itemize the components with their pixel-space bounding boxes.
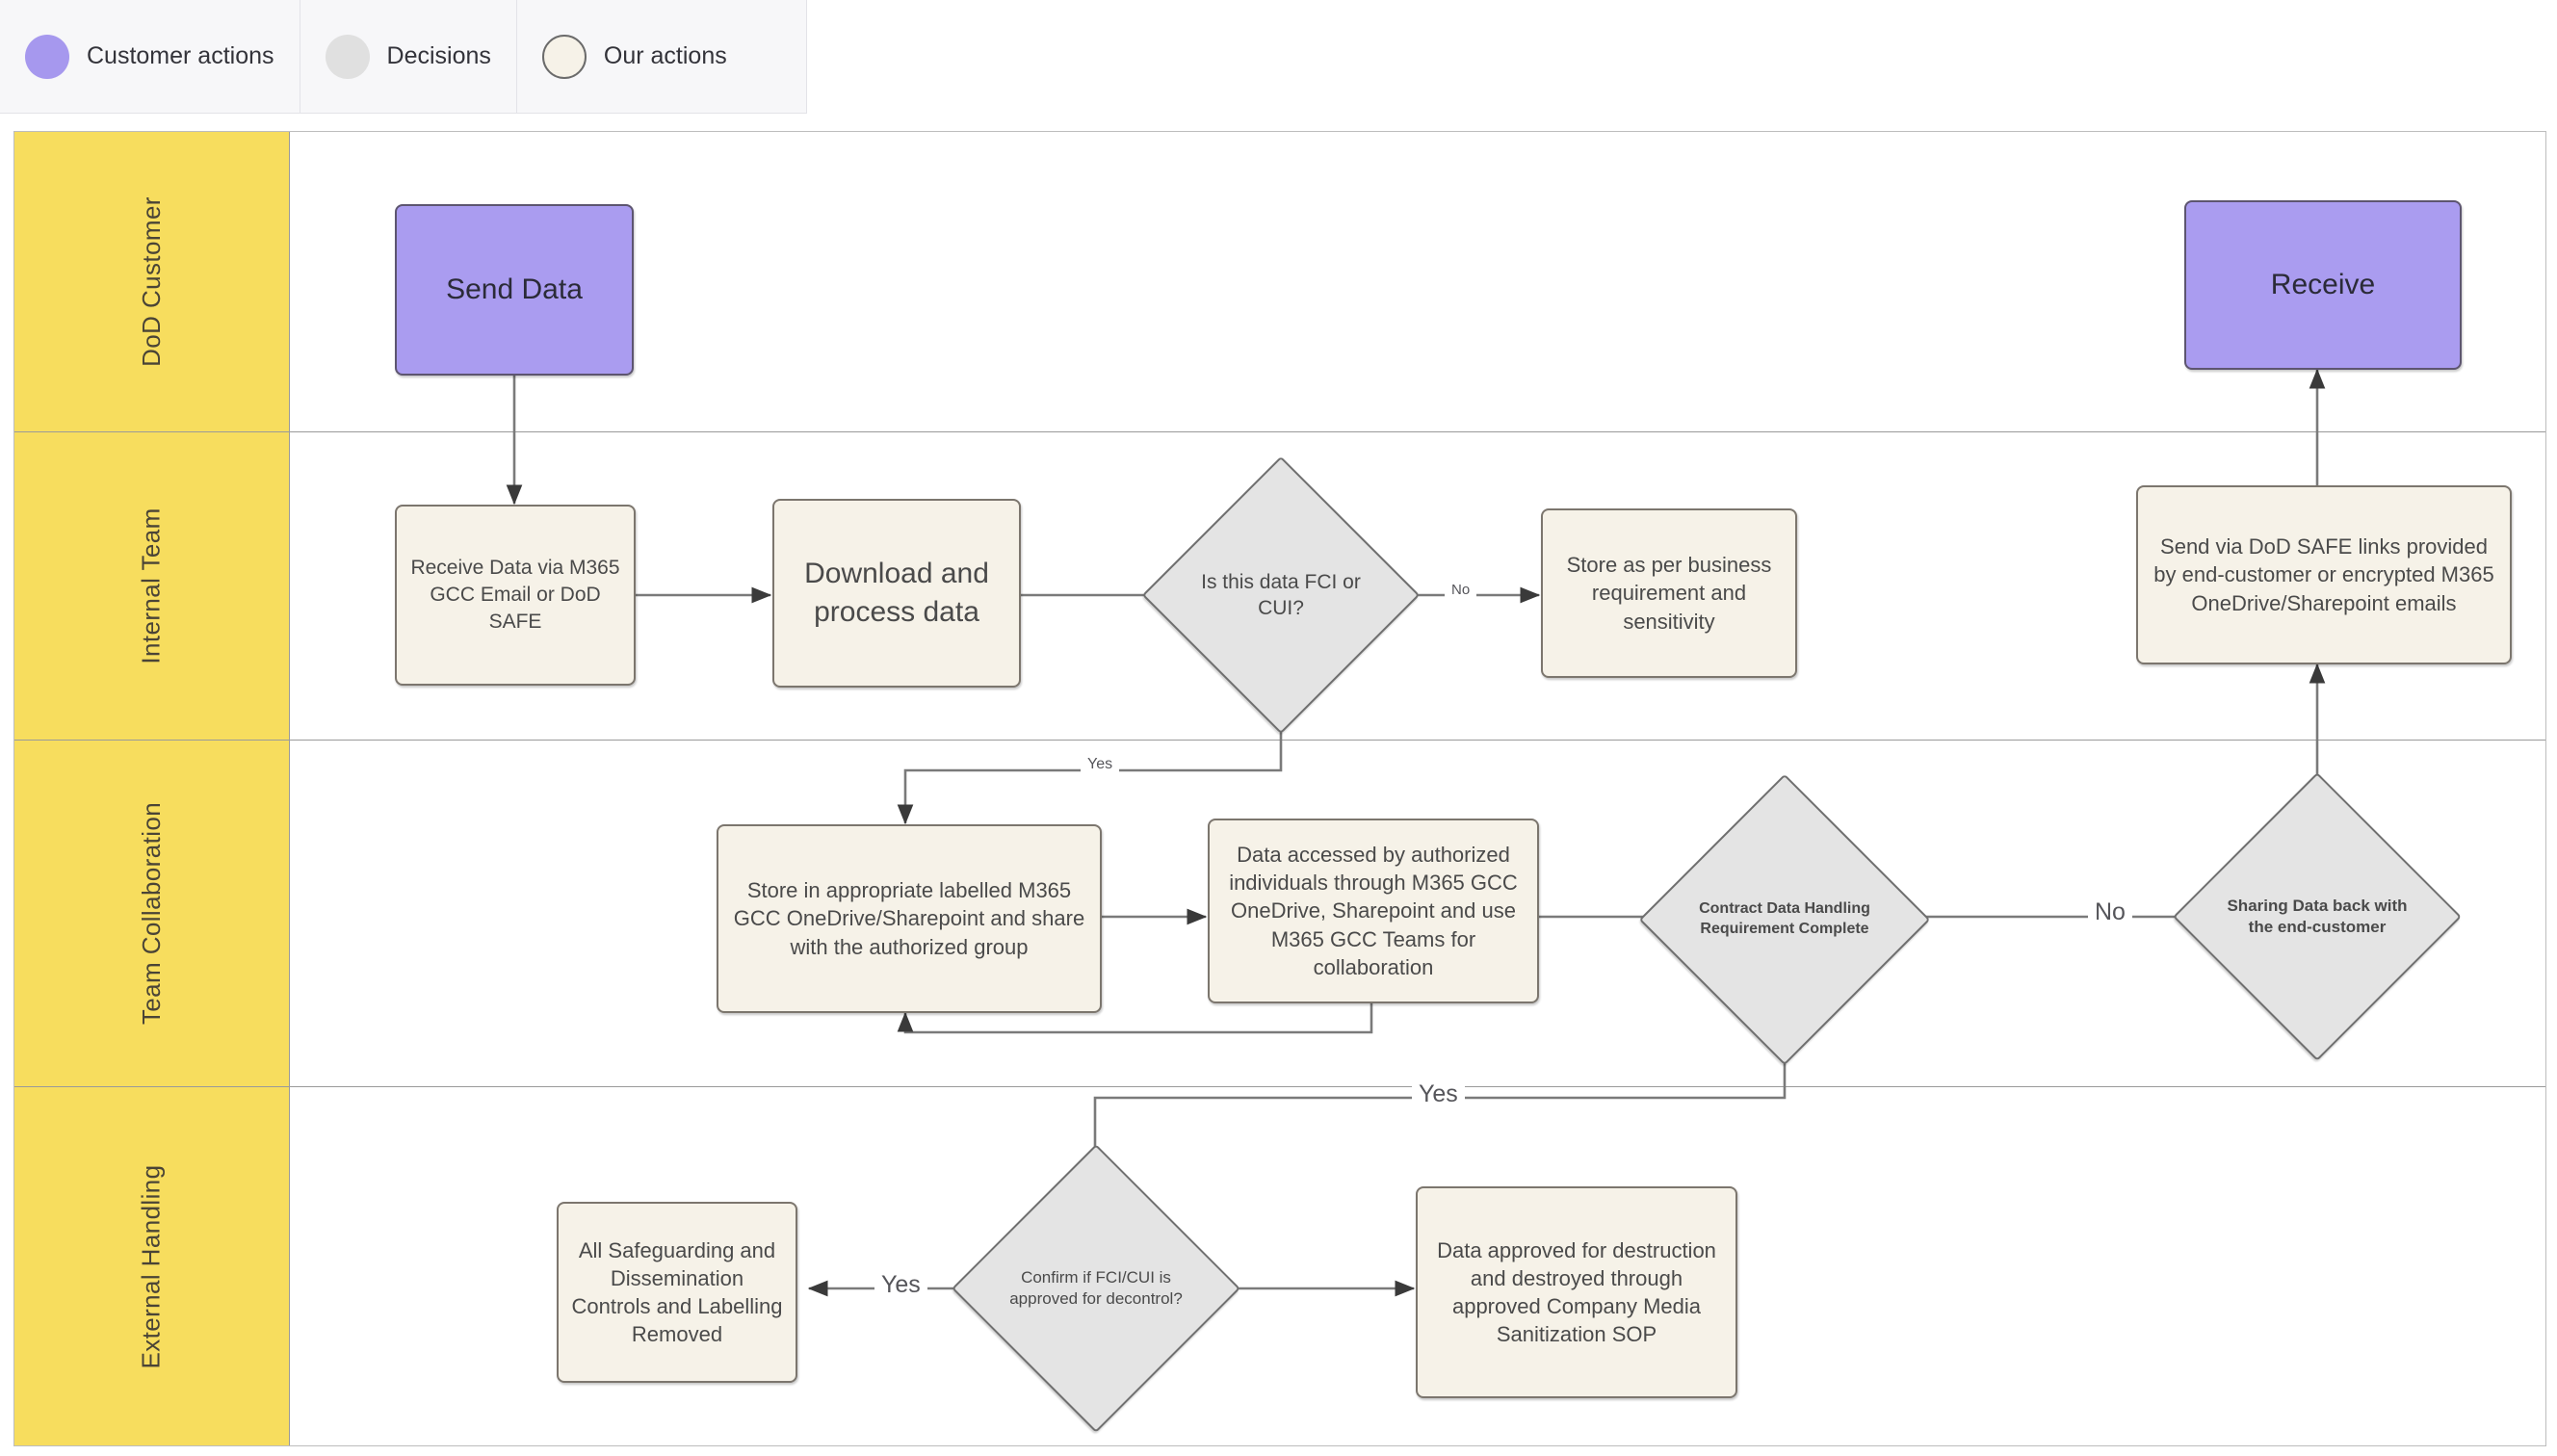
legend-label-customer-actions: Customer actions <box>87 42 274 69</box>
node-sharing-back-label: Sharing Data back with the end-customer <box>2227 896 2408 936</box>
node-is-fci-cui-label: Is this data FCI or CUI? <box>1201 570 1361 619</box>
lane-header-internal-team: Internal Team <box>14 432 290 740</box>
lane-label-external-handling: External Handling <box>136 1163 166 1369</box>
node-destruction[interactable]: Data approved for destruction and destro… <box>1416 1186 1737 1398</box>
legend-label-decisions: Decisions <box>386 42 491 69</box>
swimlane-frame: DoD Customer Internal Team Team Collabor… <box>13 131 2546 1446</box>
edge-label-fci-no: No <box>1445 582 1477 598</box>
legend-item-customer-actions: Customer actions <box>0 0 300 114</box>
lane-external-handling: External Handling <box>14 1087 2545 1445</box>
lane-dod-customer: DoD Customer <box>14 132 2545 432</box>
node-receive-data[interactable]: Receive Data via M365 GCC Email or DoD S… <box>395 505 636 686</box>
purple-circle-icon <box>25 34 69 79</box>
node-safeguarding-removed[interactable]: All Safeguarding and Dissemination Contr… <box>557 1202 797 1383</box>
node-contract-complete-label: Contract Data Handling Requirement Compl… <box>1699 900 1870 937</box>
legend-label-our-actions: Our actions <box>603 42 727 69</box>
lane-team-collaboration: Team Collaboration <box>14 741 2545 1087</box>
lane-label-internal-team: Internal Team <box>136 507 166 664</box>
lane-header-dod-customer: DoD Customer <box>14 132 290 431</box>
node-confirm-decontrol-label: Confirm if FCI/CUI is approved for decon… <box>1009 1267 1183 1308</box>
node-is-fci-cui[interactable]: Is this data FCI or CUI? <box>1141 455 1421 735</box>
node-send-data[interactable]: Send Data <box>395 204 634 376</box>
node-download-process[interactable]: Download and process data <box>772 499 1021 688</box>
legend-item-decisions: Decisions <box>300 0 517 114</box>
gray-circle-icon <box>325 34 370 79</box>
legend-item-our-actions: Our actions <box>517 0 752 114</box>
edge-label-contract-yes: Yes <box>1412 1080 1465 1108</box>
node-receive[interactable]: Receive <box>2184 200 2462 370</box>
lane-header-team-collaboration: Team Collaboration <box>14 741 290 1086</box>
node-store-labelled[interactable]: Store in appropriate labelled M365 GCC O… <box>717 824 1102 1013</box>
node-sharing-back[interactable]: Sharing Data back with the end-customer <box>2173 772 2462 1061</box>
lane-header-external-handling: External Handling <box>14 1087 290 1445</box>
legend: Customer actions Decisions Our actions <box>0 0 807 114</box>
lane-internal-team: Internal Team <box>14 432 2545 741</box>
edge-label-contract-no: No <box>2088 898 2132 926</box>
node-store-business[interactable]: Store as per business requirement and se… <box>1541 508 1797 678</box>
node-send-via-safe[interactable]: Send via DoD SAFE links provided by end-… <box>2136 485 2512 664</box>
node-contract-complete[interactable]: Contract Data Handling Requirement Compl… <box>1638 773 1931 1066</box>
edge-label-decontrol-yes: Yes <box>874 1271 927 1299</box>
lane-label-team-collaboration: Team Collaboration <box>137 801 166 1026</box>
node-confirm-decontrol[interactable]: Confirm if FCI/CUI is approved for decon… <box>952 1144 1240 1433</box>
lane-label-dod-customer: DoD Customer <box>136 196 166 367</box>
node-data-accessed[interactable]: Data accessed by authorized individuals … <box>1208 819 1539 1003</box>
cream-circle-icon <box>541 34 587 79</box>
edge-label-fci-yes: Yes <box>1081 756 1120 773</box>
